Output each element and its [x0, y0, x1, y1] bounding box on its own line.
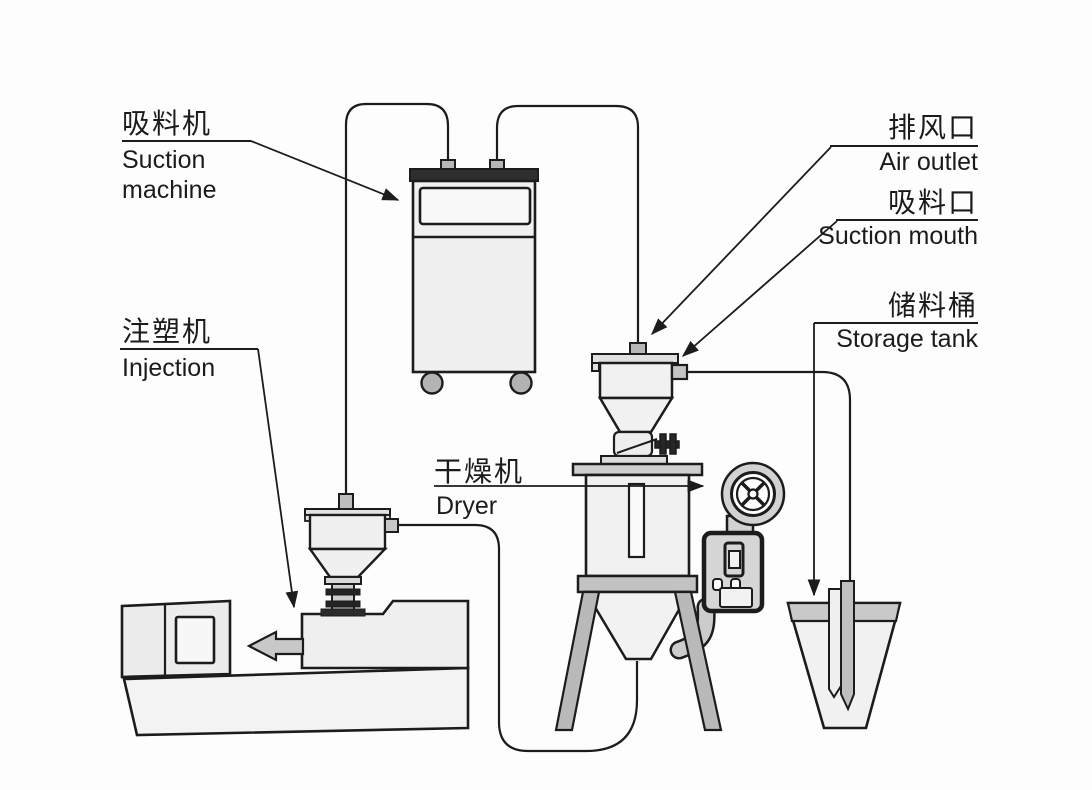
hose-dryer-to-injection-hopper [398, 523, 639, 753]
dryer-sight-glass [627, 482, 646, 559]
control-panel [719, 587, 753, 608]
hose-tank-to-suction-mouth [687, 370, 852, 581]
receiver-clamp-bolt [654, 433, 680, 455]
label-air-outlet-en: Air outlet [879, 148, 978, 176]
suction-mouth-leader-arrow [681, 220, 838, 357]
label-injection: 注塑机 Injection [120, 316, 299, 609]
injection-hopper-body [308, 513, 387, 551]
receiver-rim [591, 353, 679, 364]
control-dot-left [712, 578, 723, 591]
heater-duct-inner [672, 600, 714, 657]
suction-machine-top-bar [409, 168, 539, 182]
receiver-clamp-lever [616, 438, 658, 454]
fan-hub [747, 488, 759, 500]
injection-hopper-side-port [384, 518, 399, 533]
suction-pipe-outer [840, 580, 855, 712]
injection-hopper-clamp-band-top [325, 588, 361, 596]
label-suction-mouth-en: Suction mouth [818, 222, 978, 250]
label-suction-machine-zh: 吸料机 [122, 108, 212, 139]
receiver-rim-hook-left [591, 362, 600, 372]
label-suction-machine: 吸料机 Suction machine [122, 108, 400, 204]
air-outlet-leader-arrow [651, 146, 832, 336]
receiver-hopper-figure [591, 342, 689, 458]
label-air-outlet-zh: 排风口 [888, 112, 978, 143]
label-suction-machine-en2: machine [122, 176, 217, 204]
label-storage-tank: 储料桶 Storage tank [807, 290, 978, 597]
control-box-figure [701, 530, 765, 614]
label-injection-en: Injection [122, 354, 215, 382]
receiver-body [598, 361, 674, 400]
label-suction-machine-en1: Suction [122, 146, 205, 174]
suction-machine-display [418, 186, 532, 226]
injection-hopper-nozzle [338, 493, 354, 510]
suction-machine-leader-arrow [250, 140, 400, 201]
hose-suction-to-injection-hopper [344, 102, 450, 496]
storage-tank-figure [786, 580, 902, 730]
injection-machine-figure [120, 599, 470, 737]
dryer-leg-left [554, 590, 601, 732]
label-storage-tank-zh: 储料桶 [888, 290, 978, 321]
injection-leader-arrow [257, 348, 299, 609]
control-switch-window [728, 550, 741, 569]
injection-base [122, 666, 470, 737]
receiver-cone [597, 396, 675, 434]
dryer-lower-band [576, 574, 699, 594]
label-suction-mouth-zh: 吸料口 [888, 187, 978, 218]
injection-nozzle [246, 630, 305, 662]
injection-hopper-base-flange [320, 608, 366, 617]
label-storage-tank-en: Storage tank [836, 325, 978, 353]
receiver-side-port [670, 363, 689, 381]
label-air-outlet: 排风口 Air outlet [651, 112, 978, 336]
suction-machine-figure [409, 159, 539, 395]
injection-body [300, 599, 470, 670]
injection-hopper-clamp-band-bottom [325, 600, 361, 608]
injection-clamp-window [174, 615, 216, 665]
dryer-leg-right [673, 590, 723, 732]
injection-hopper-cone [307, 547, 388, 579]
suction-pipe-inner [828, 588, 842, 699]
label-injection-zh: 注塑机 [122, 316, 212, 347]
label-dryer-en: Dryer [436, 492, 497, 520]
label-dryer-zh: 干燥机 [434, 456, 524, 487]
label-dryer: 干燥机 Dryer [434, 456, 705, 520]
label-suction-mouth: 吸料口 Suction mouth [681, 187, 978, 357]
dryer-lid-flange [571, 462, 704, 477]
suction-machine-wheel-left [420, 371, 444, 395]
suction-machine-wheel-right [509, 371, 533, 395]
dryer-cone [583, 590, 692, 661]
blower-fan-figure [720, 461, 786, 540]
hose-suction-to-receiver [495, 104, 640, 343]
injection-hopper-flange [324, 576, 362, 585]
injection-hopper-figure [304, 493, 399, 617]
dryer-figure [554, 455, 723, 732]
